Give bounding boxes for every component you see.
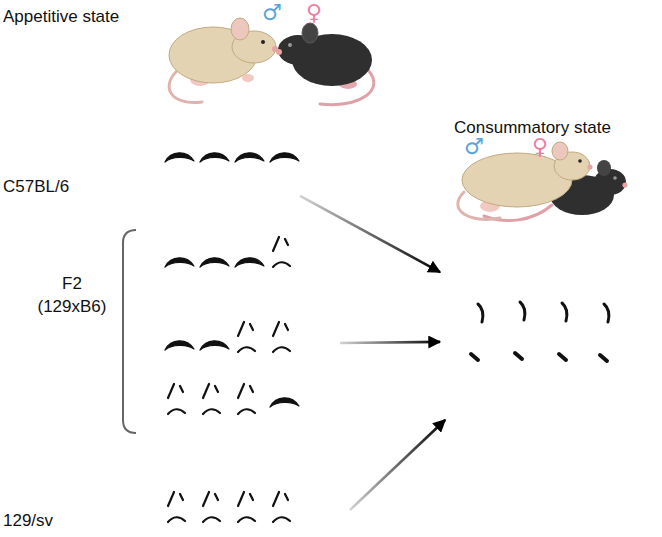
syllable-thick <box>235 153 264 162</box>
syllable-thick <box>235 258 264 267</box>
syllable-short <box>478 304 483 322</box>
syllable-row <box>165 153 299 162</box>
flow-arrow <box>350 420 445 510</box>
syllable-thin <box>238 492 255 522</box>
syllable-thin <box>273 492 290 522</box>
strain-group: C57BL/6 <box>3 140 300 202</box>
mouse-ear <box>552 142 568 160</box>
female-mouse <box>276 23 374 105</box>
syllable-row <box>165 322 290 352</box>
syllable-thin <box>203 384 220 414</box>
syllable-thick <box>270 398 299 407</box>
mouse-eye <box>613 176 617 180</box>
group-bracket <box>123 230 136 433</box>
mouse-paw <box>242 74 254 82</box>
flow-arrow <box>340 342 440 343</box>
sex-symbol: ♂ <box>464 134 484 159</box>
state-group: Consummatory state <box>440 115 645 420</box>
sex-symbol: ♀ <box>532 134 548 159</box>
syllable-short <box>520 302 525 320</box>
mouse-nose <box>587 164 592 169</box>
syllable-row <box>168 492 290 522</box>
syllable-thin <box>273 322 290 352</box>
syllable-cluster <box>471 302 609 361</box>
syllable-dot <box>515 353 522 359</box>
state-heading: Appetitive state <box>3 7 119 27</box>
syllable-thick <box>165 341 194 350</box>
mouse-ear <box>231 18 249 40</box>
syllable-thick <box>165 153 194 162</box>
syllable-dot <box>471 354 478 360</box>
mouse-eye <box>288 43 292 47</box>
mouse-nose <box>276 49 282 55</box>
syllable-row <box>168 384 299 414</box>
node-label: F2 (129xB6) <box>30 273 114 319</box>
syllable-dot <box>600 355 607 361</box>
syllable-thin <box>203 492 220 522</box>
syllable-short <box>562 303 567 321</box>
syllable-thick <box>200 153 229 162</box>
mouse-ear <box>597 160 611 176</box>
sex-symbol: ♂ <box>262 0 282 25</box>
syllable-dot <box>559 354 566 360</box>
strain-group: 129/sv <box>3 470 350 532</box>
syllable-thin <box>238 322 255 352</box>
mouse-nose <box>622 182 627 187</box>
male-mouse <box>169 18 278 103</box>
syllable-thick <box>165 258 194 267</box>
node-label: 129/sv <box>3 510 123 533</box>
syllable-thin <box>168 492 185 522</box>
syllable-thin <box>168 384 185 414</box>
syllable-thin <box>273 237 290 267</box>
syllable-short <box>604 304 609 322</box>
syllable-thick <box>200 341 229 350</box>
flow-arrow <box>300 196 440 272</box>
syllable-thin <box>238 384 255 414</box>
strain-group: F2 (129xB6) <box>30 225 340 435</box>
mouse-eye <box>578 159 582 163</box>
mouse-eye <box>261 40 265 44</box>
syllable-thick <box>270 153 299 162</box>
syllable-row <box>165 237 290 267</box>
syllable-thick <box>200 258 229 267</box>
mouse-ear <box>302 23 318 43</box>
node-label: C57BL/6 <box>3 176 123 199</box>
sex-symbol: ♀ <box>306 0 322 25</box>
